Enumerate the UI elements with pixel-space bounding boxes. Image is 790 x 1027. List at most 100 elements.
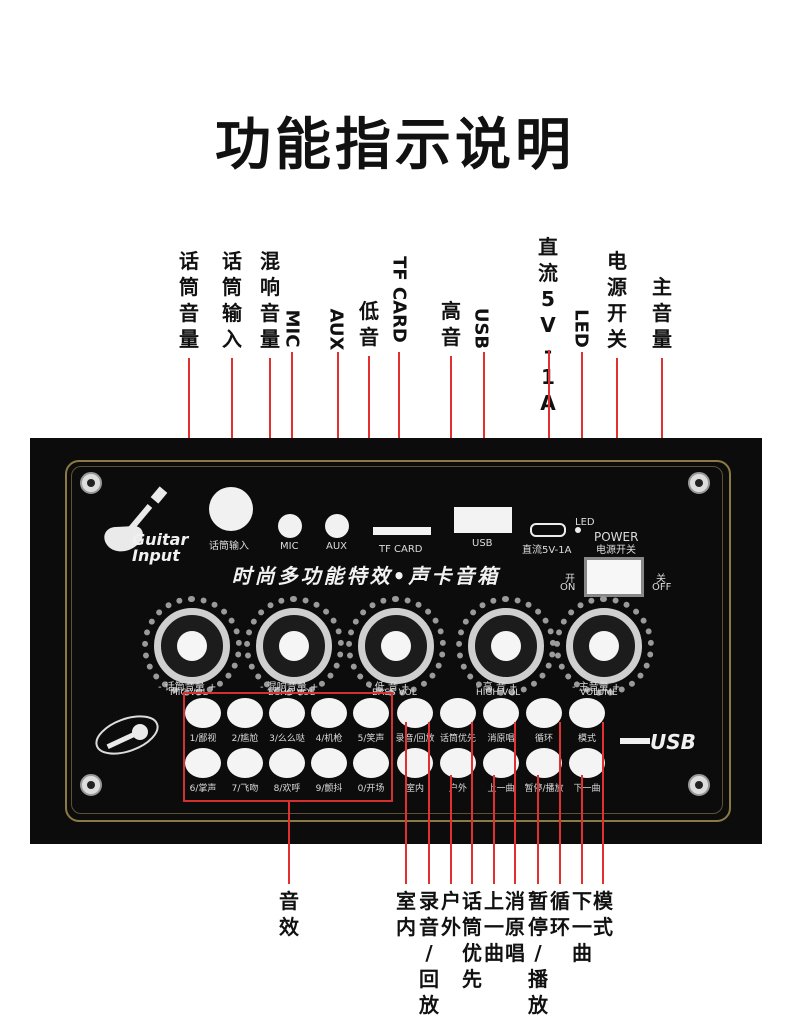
label-main-volume: 主音量	[652, 275, 672, 351]
screw-icon	[688, 472, 710, 494]
leader-mic-priority	[471, 722, 473, 884]
screw-icon	[80, 472, 102, 494]
leader-pause	[537, 775, 539, 884]
main-volume-knob[interactable]	[566, 608, 642, 684]
indoor-button[interactable]	[397, 748, 433, 778]
panel-inner-border	[71, 466, 723, 814]
dc-port[interactable]	[530, 523, 566, 537]
label-effects: 音效	[279, 889, 299, 939]
effect-label-9: 9/颤抖	[315, 784, 343, 794]
label-aux: AUX	[325, 308, 347, 351]
leader-mic	[291, 352, 293, 514]
leader-vocal-cut	[514, 722, 516, 884]
prev-track-label: 上一曲	[487, 784, 515, 794]
power-off-en: OFF	[652, 582, 672, 593]
effect-label-8: 8/欢呼	[273, 784, 301, 794]
treble-knob[interactable]	[468, 608, 544, 684]
leader-led	[581, 352, 583, 522]
mic-volume-knob[interactable]	[154, 608, 230, 684]
label-tf-card: TF CARD	[388, 256, 410, 343]
power-switch[interactable]	[584, 557, 644, 597]
usb-logo-bar	[620, 738, 650, 744]
leader-mode	[602, 722, 604, 884]
effect-label-5: 5/笑声	[357, 734, 385, 744]
usb-port-label: USB	[472, 538, 493, 549]
power-label-en: POWER	[594, 530, 639, 544]
prev-track-button[interactable]	[483, 748, 519, 778]
effect-button-7[interactable]	[227, 748, 263, 778]
guitar-input-logo: Guitar Input	[132, 530, 189, 565]
effect-button-2[interactable]	[227, 698, 263, 728]
bass-label-cn: - 低 音 +	[368, 682, 410, 693]
record-playback-button[interactable]	[397, 698, 433, 728]
mic-jack[interactable]	[278, 514, 302, 538]
leader-prev	[493, 775, 495, 884]
effect-button-3[interactable]	[269, 698, 305, 728]
label-echo-volume: 混响音量	[260, 249, 280, 351]
aux-jack[interactable]	[325, 514, 349, 538]
pause-play-button[interactable]	[526, 748, 562, 778]
aux-jack-label: AUX	[326, 541, 348, 552]
leader-outdoor	[450, 775, 452, 884]
mode-button[interactable]	[569, 698, 605, 728]
effect-button-4[interactable]	[311, 698, 347, 728]
bass-scale	[346, 596, 446, 696]
power-on-en: ON	[560, 582, 576, 593]
effects-group-highlight	[183, 692, 393, 802]
power-on-cn: 开	[565, 574, 575, 585]
loop-button[interactable]	[526, 698, 562, 728]
label-power-switch: 电源开关	[607, 249, 627, 351]
leader-dc	[548, 350, 550, 522]
pause-play-label: 暂停/播放	[524, 784, 564, 794]
leader-usb	[483, 352, 485, 512]
label-mic-priority: 话筒优先	[462, 889, 482, 991]
label-vocal-cut: 消原唱	[505, 889, 525, 965]
loop-label: 循环	[534, 734, 553, 744]
main-volume-label-cn: - 主音量 +	[572, 682, 621, 693]
indoor-label: 室内	[405, 784, 424, 794]
mic-input-jack[interactable]	[209, 487, 253, 531]
treble-label-cn: - 高 音 +	[476, 682, 518, 693]
echo-volume-knob[interactable]	[256, 608, 332, 684]
label-treble: 高音	[441, 299, 461, 349]
mic-priority-label: 话筒优先	[439, 734, 476, 744]
effect-label-6: 6/掌声	[189, 784, 217, 794]
next-track-label: 下一曲	[573, 784, 601, 794]
main-volume-label-en: VOLUME	[580, 688, 618, 698]
screw-icon	[80, 774, 102, 796]
label-mic-input: 话筒输入	[222, 249, 242, 351]
treble-scale	[456, 596, 556, 696]
effect-button-5[interactable]	[353, 698, 389, 728]
karaoke-mic-icon	[95, 715, 159, 755]
led-label: LED	[575, 517, 595, 528]
screw-icon	[688, 774, 710, 796]
vocal-cut-button[interactable]	[483, 698, 519, 728]
usb-port[interactable]	[454, 507, 512, 533]
effect-button-9[interactable]	[311, 748, 347, 778]
effect-button-1[interactable]	[185, 698, 221, 728]
effect-button-6[interactable]	[185, 748, 221, 778]
outdoor-button[interactable]	[440, 748, 476, 778]
label-dc: 直流5V-1A	[538, 235, 558, 415]
leader-loop	[559, 722, 561, 884]
label-mic-volume: 话筒音量	[179, 249, 199, 351]
next-track-button[interactable]	[569, 748, 605, 778]
effect-button-8[interactable]	[269, 748, 305, 778]
effect-button-0[interactable]	[353, 748, 389, 778]
bass-knob[interactable]	[358, 608, 434, 684]
mic-volume-label-cn: - 话筒音量 +	[158, 682, 217, 693]
tf-card-slot[interactable]	[373, 527, 431, 535]
label-bass: 低音	[359, 299, 379, 349]
outdoor-label: 户外	[448, 784, 467, 794]
panel-slogan: 时尚多功能特效•声卡音箱	[231, 564, 501, 588]
effect-label-7: 7/飞吻	[231, 784, 259, 794]
record-playback-label: 录音/回放	[395, 734, 435, 744]
mic-priority-button[interactable]	[440, 698, 476, 728]
power-off-cn: 关	[656, 574, 666, 585]
label-pause: 暂停/播放	[528, 889, 548, 1017]
label-usb: USB	[470, 307, 492, 350]
echo-volume-label-cn: - 混响音量 +	[260, 682, 319, 693]
label-prev: 上一曲	[484, 889, 504, 965]
page-title: 功能指示说明	[215, 113, 575, 178]
effect-label-0: 0/开场	[357, 784, 385, 794]
